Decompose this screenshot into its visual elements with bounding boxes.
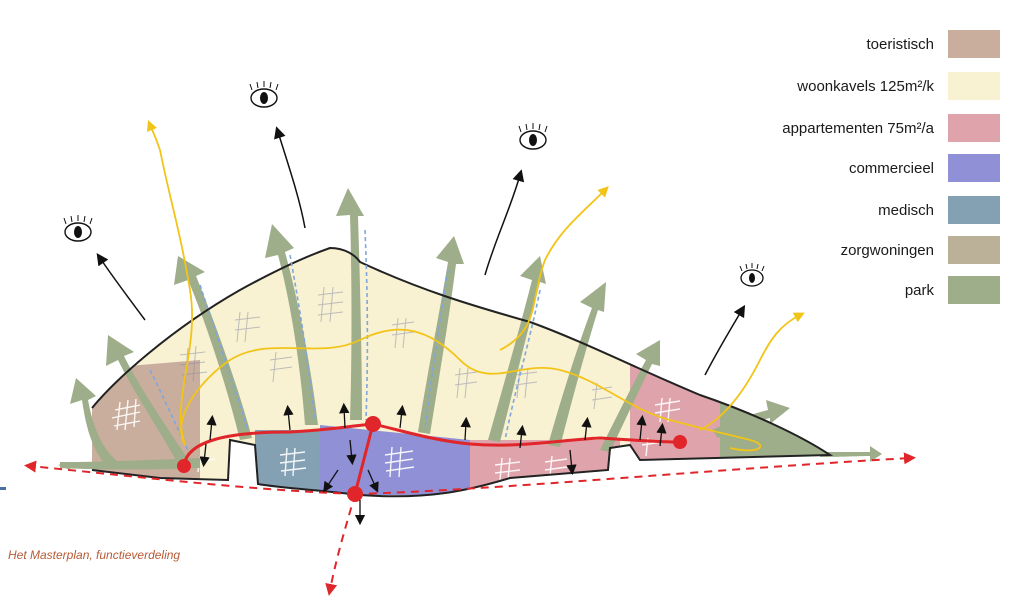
legend-swatch	[948, 236, 1000, 264]
park-finger-3	[174, 256, 252, 440]
left-rule	[0, 487, 6, 490]
park-finger-1	[70, 378, 118, 470]
view-arrows	[96, 126, 746, 376]
legend-item-park: park	[740, 276, 1010, 306]
legend-swatch	[948, 114, 1000, 142]
view-arrow-3	[484, 169, 525, 276]
park-finger-2	[106, 335, 190, 468]
park-fingers	[58, 188, 882, 470]
legend-label: medisch	[878, 202, 934, 219]
park-band-left-arrow	[58, 462, 70, 470]
park-band-bottom	[60, 458, 200, 470]
main-road-connector	[353, 423, 375, 495]
legend-label: commercieel	[848, 160, 934, 177]
node-east	[673, 435, 687, 449]
eye-icon	[63, 215, 93, 242]
ext-road-left	[24, 460, 356, 495]
node-west	[177, 459, 191, 473]
park-finger-10	[712, 400, 790, 438]
view-arrow-2	[274, 126, 306, 229]
legend-item-toeristisch: toeristisch	[740, 30, 1010, 60]
yellow-path-up-mid	[499, 186, 609, 351]
zone-commercieel	[320, 425, 470, 495]
park-finger-7	[488, 256, 546, 442]
park-finger-5	[336, 188, 364, 420]
legend-item-commercieel: commercieel	[740, 154, 1010, 184]
legend-swatch	[948, 154, 1000, 182]
main-road	[182, 422, 681, 466]
zone-medisch	[255, 430, 325, 490]
yellow-path-up-right	[699, 312, 805, 431]
legend-swatch	[948, 276, 1000, 304]
eye-icon	[249, 81, 279, 108]
legend-label: park	[904, 282, 934, 299]
yellow-paths	[146, 119, 805, 452]
legend-label: appartementen 75m²/a	[782, 120, 934, 137]
site-outline	[91, 246, 834, 498]
node-south	[347, 486, 363, 502]
legend-label: zorgwoningen	[840, 242, 934, 259]
park-finger-6	[418, 236, 464, 434]
blue-dash-lines	[149, 229, 541, 451]
eye-icon	[739, 263, 765, 287]
node-central	[365, 416, 381, 432]
yellow-path-up-left	[146, 119, 193, 446]
legend-swatch	[948, 30, 1000, 58]
view-arrow-1	[96, 253, 146, 321]
legend-item-appartementen: appartementen 75m²/a	[740, 114, 1010, 144]
legend-swatch	[948, 196, 1000, 224]
park-finger-8	[548, 282, 606, 447]
park-finger-4	[265, 224, 318, 425]
legend-swatch	[948, 72, 1000, 100]
ext-road-right	[354, 452, 916, 495]
eye-icon	[518, 123, 548, 150]
figure-caption: Het Masterplan, functieverdeling	[8, 548, 181, 562]
yellow-path-main	[180, 328, 762, 452]
legend-item-zorgwoningen: zorgwoningen	[740, 236, 1010, 266]
park-band-right	[820, 446, 882, 462]
legend-item-medisch: medisch	[740, 196, 1010, 226]
legend-label: woonkavels 125m²/k	[797, 78, 934, 95]
ext-road-bottom	[325, 493, 356, 596]
view-arrow-4	[704, 304, 746, 376]
access-arrows	[199, 402, 667, 526]
legend-label: toeristisch	[866, 36, 934, 53]
legend-item-woonkavels: woonkavels 125m²/k	[740, 72, 1010, 102]
park-finger-9	[600, 340, 660, 452]
access-route	[24, 416, 916, 596]
